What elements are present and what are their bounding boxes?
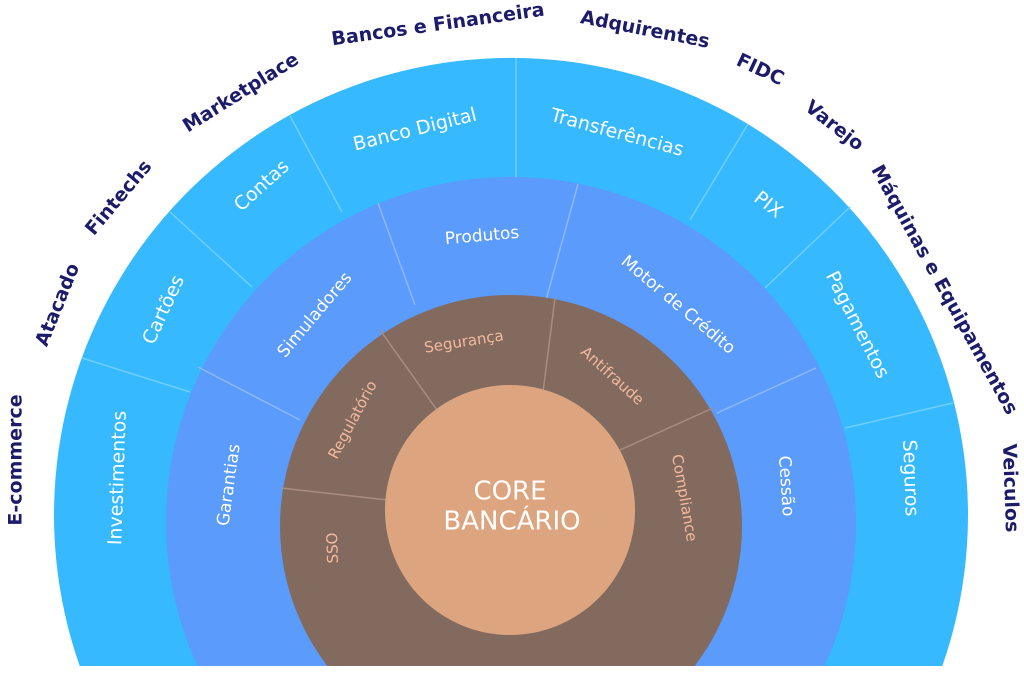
sector-label: Fintechs bbox=[81, 156, 156, 240]
divider bbox=[169, 211, 253, 288]
divider bbox=[289, 115, 343, 213]
divider bbox=[716, 367, 817, 414]
sector-label: FIDC bbox=[733, 49, 787, 90]
divider bbox=[764, 206, 851, 289]
inner-ring-label: SSO bbox=[323, 532, 342, 563]
core-label-line1: CORE bbox=[473, 477, 546, 507]
divider bbox=[545, 183, 579, 301]
sector-label: Adquirentes bbox=[579, 6, 712, 53]
outer-ring-label: Seguros bbox=[898, 439, 923, 517]
middle-ring-label: Cessão bbox=[774, 455, 798, 517]
outer-ring-label: Investimentos bbox=[104, 410, 131, 545]
core-circle bbox=[385, 385, 635, 635]
sector-label: Bancos e Financeira bbox=[330, 0, 546, 50]
core-label-line2: BANCÁRIO bbox=[443, 505, 580, 537]
sector-label: E-commerce bbox=[5, 394, 27, 525]
divider bbox=[377, 202, 416, 306]
divider bbox=[689, 123, 749, 221]
divider bbox=[844, 402, 954, 429]
sector-label: Veiculos bbox=[998, 443, 1023, 532]
divider bbox=[379, 329, 438, 411]
divider bbox=[197, 366, 301, 421]
divider bbox=[280, 487, 389, 501]
divider bbox=[542, 297, 556, 393]
sector-label: Atacado bbox=[31, 260, 84, 349]
sector-label: Varejo bbox=[801, 96, 868, 155]
divider bbox=[81, 357, 191, 393]
divider bbox=[619, 407, 714, 451]
